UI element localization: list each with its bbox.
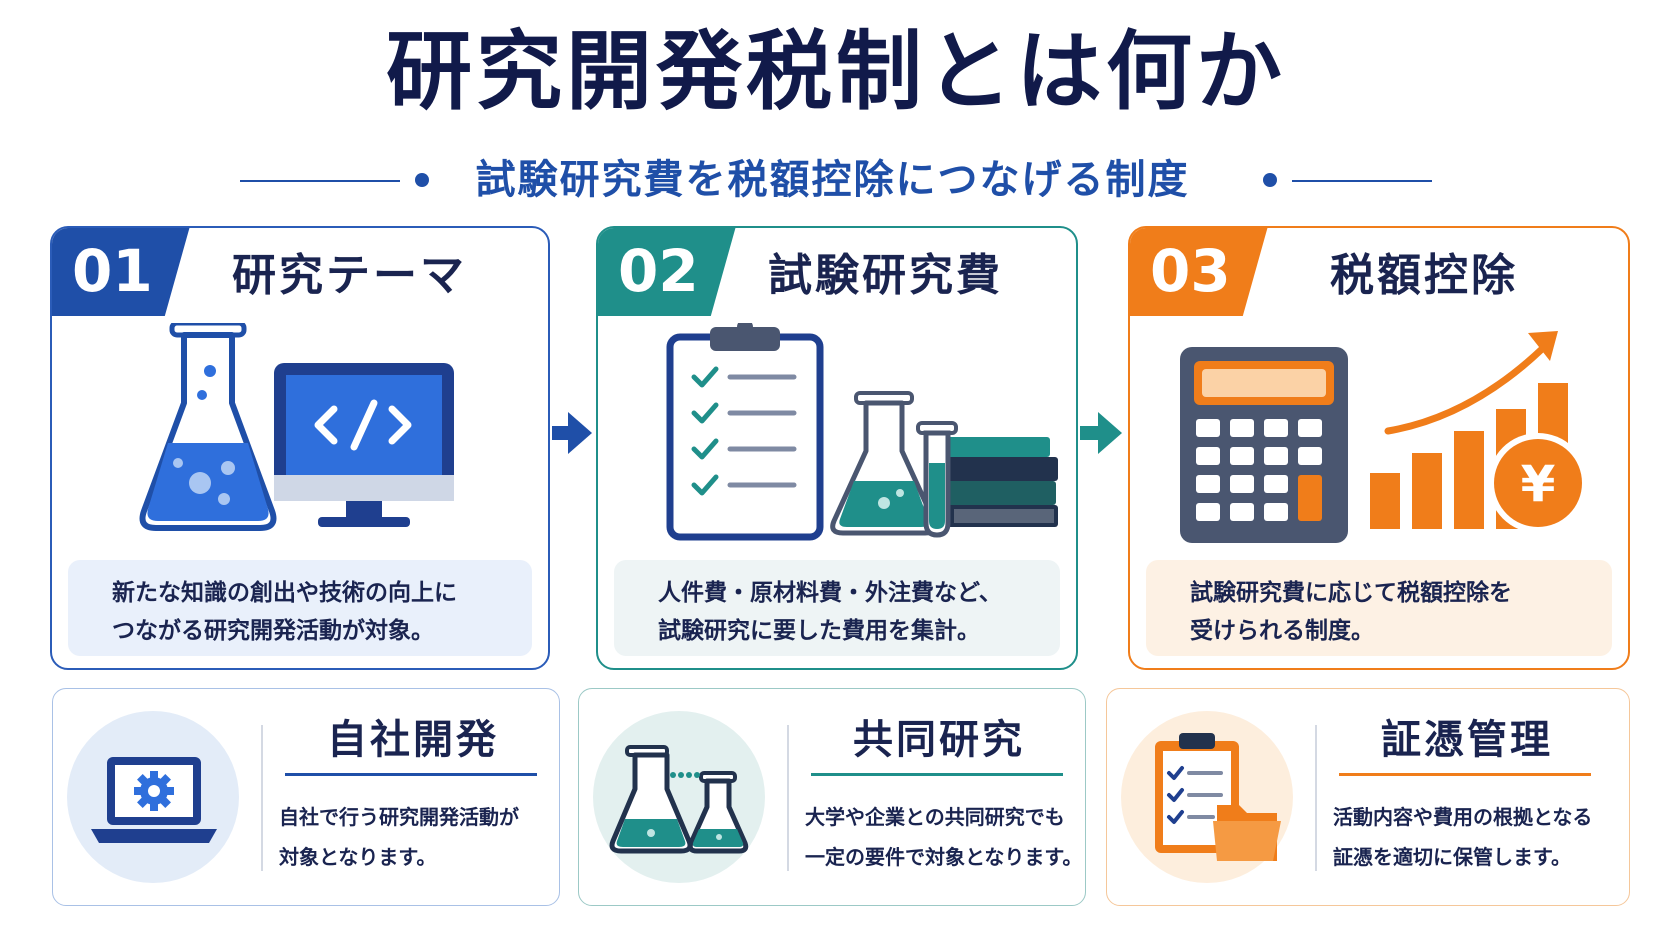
detail-title: 証憑管理	[1381, 717, 1553, 763]
page-title: 研究開発税制とは何か	[386, 22, 1286, 122]
desc-line: 受けられる制度。	[1190, 618, 1374, 644]
laptop-gear-icon	[91, 757, 217, 843]
step-description: 新たな知識の創出や技術の向上に つながる研究開発活動が対象。	[68, 560, 532, 656]
subtitle-dot-right	[1263, 173, 1277, 187]
detail-divider	[261, 725, 263, 871]
code-monitor-icon	[274, 363, 454, 527]
desc-line: 対象となります。	[279, 845, 437, 869]
subtitle-dot-left	[415, 173, 429, 187]
detail-description: 大学や企業との共同研究でも 一定の要件で対象となります。	[805, 797, 1083, 877]
clipboard-checklist-icon	[666, 323, 1058, 541]
desc-line: 一定の要件で対象となります。	[805, 845, 1083, 869]
desc-line: 大学や企業との共同研究でも	[805, 805, 1065, 829]
desc-line: 人件費・原材料費・外注費など、	[658, 580, 1002, 606]
detail-divider	[787, 725, 789, 871]
detail-description: 自社で行う研究開発活動が 対象となります。	[279, 797, 553, 877]
detail-divider	[1315, 725, 1317, 871]
detail-icon-circle	[1121, 711, 1293, 883]
step-description: 人件費・原材料費・外注費など、 試験研究に要した費用を集計。	[614, 560, 1060, 656]
step-title: 試験研究費	[768, 250, 1003, 301]
detail-icon-circle	[67, 711, 239, 883]
subtitle-rule-left	[240, 180, 400, 182]
detail-card-in-house-development: 自社開発 自社で行う研究開発活動が 対象となります。	[52, 688, 560, 906]
flask-icon	[139, 323, 454, 531]
step-title: 研究テーマ	[232, 250, 467, 301]
step-card-tax-credit: 03 税額控除	[1128, 226, 1630, 670]
arrow-right-icon	[552, 412, 592, 454]
clipboard-folder-icon	[1155, 733, 1281, 861]
detail-title-underline	[285, 773, 537, 776]
detail-title: 共同研究	[853, 717, 1025, 763]
svg-text:¥: ¥	[1521, 455, 1556, 513]
desc-line: つながる研究開発活動が対象。	[112, 618, 434, 644]
step-card-research-theme: 01 研究テーマ 新たな	[50, 226, 550, 670]
linked-flasks-icon	[609, 745, 749, 854]
desc-line: 新たな知識の創出や技術の向上に	[112, 580, 457, 606]
yen-coin-icon: ¥	[1488, 433, 1588, 533]
desc-line: 試験研究費に応じて税額控除を	[1190, 580, 1512, 606]
calculator-icon: ¥	[1180, 331, 1588, 543]
step-number-badge: 02	[598, 228, 736, 316]
arrow-right-icon	[1080, 412, 1122, 454]
step-card-research-cost: 02 試験研究費	[596, 226, 1078, 670]
step-illustration	[52, 323, 548, 668]
desc-line: 証憑を適切に保管します。	[1333, 845, 1571, 869]
desc-line: 試験研究に要した費用を集計。	[658, 618, 980, 644]
step-title: 税額控除	[1330, 250, 1518, 301]
flask-icon	[830, 391, 938, 536]
detail-card-joint-research: 共同研究 大学や企業との共同研究でも 一定の要件で対象となります。	[578, 688, 1086, 906]
detail-title-underline	[811, 773, 1063, 776]
detail-title-underline	[1339, 773, 1591, 776]
desc-line: 活動内容や費用の根拠となる	[1333, 805, 1593, 829]
detail-card-evidence-management: 証憑管理 活動内容や費用の根拠となる 証憑を適切に保管します。	[1106, 688, 1630, 906]
step-number-badge: 01	[52, 228, 190, 316]
detail-icon-circle	[593, 711, 765, 883]
step-illustration	[598, 323, 1076, 668]
subtitle-row: 試験研究費を税額控除につなげる制度	[240, 152, 1432, 208]
desc-line: 自社で行う研究開発活動が	[279, 805, 519, 829]
detail-description: 活動内容や費用の根拠となる 証憑を適切に保管します。	[1333, 797, 1623, 877]
books-icon	[938, 437, 1058, 527]
subtitle-rule-right	[1292, 180, 1432, 182]
page-subtitle: 試験研究費を税額控除につなげる制度	[475, 157, 1190, 203]
test-tube-icon	[916, 421, 958, 538]
step-number-badge: 03	[1130, 228, 1268, 316]
detail-title: 自社開発	[327, 717, 499, 763]
step-illustration: ¥	[1130, 323, 1628, 668]
step-description: 試験研究費に応じて税額控除を 受けられる制度。	[1146, 560, 1612, 656]
